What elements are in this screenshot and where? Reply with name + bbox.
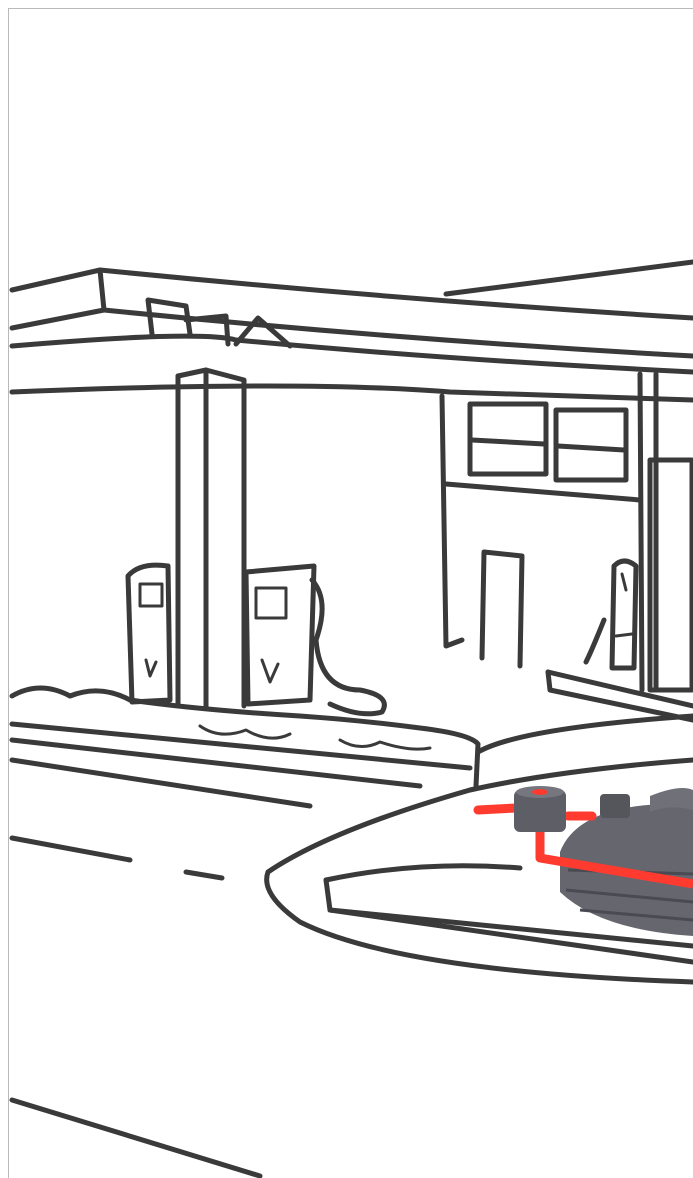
station-building: [442, 374, 656, 690]
fuel-pump-right: [246, 566, 384, 714]
separator-chamber: [514, 786, 566, 832]
canopy: [12, 262, 693, 400]
canopy-pillar: [178, 370, 244, 708]
fuel-pump-left: [128, 565, 170, 702]
road-markings: [12, 760, 310, 1176]
